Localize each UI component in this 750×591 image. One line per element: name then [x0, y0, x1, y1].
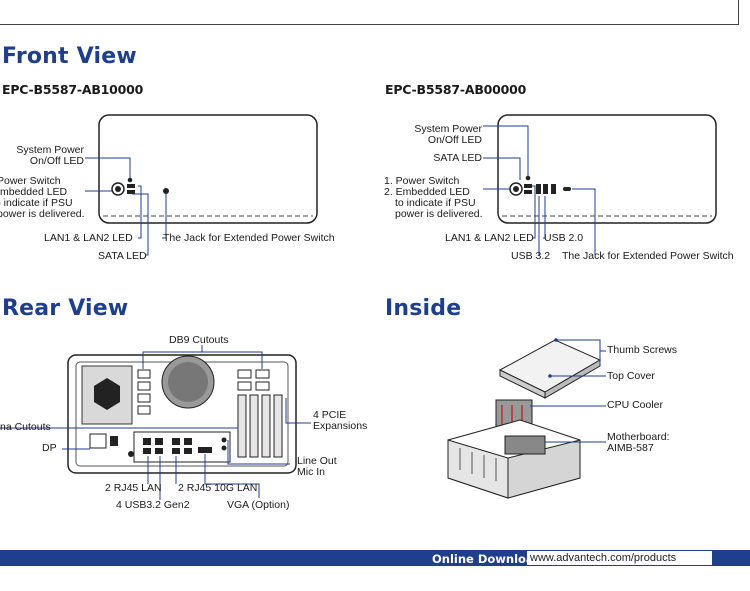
front-left-indicate-label: to indicate if PSU: [0, 197, 73, 209]
front-left-jack-label: The Jack for Extended Power Switch: [163, 232, 335, 244]
front-left-model: EPC-B5587-AB10000: [2, 82, 144, 97]
inside-title: Inside: [385, 296, 462, 321]
front-left-system-power-label: System Power: [16, 144, 84, 156]
inside-motherboard-label-1: Motherboard:: [607, 431, 670, 443]
front-left-lan-led-label: LAN1 & LAN2 LED: [44, 232, 133, 244]
inside-top-cover-label: Top Cover: [607, 370, 655, 382]
rear-antenna-label: na Cutouts: [0, 421, 51, 433]
front-right-usb20-label: USB 2.0: [544, 232, 584, 244]
rear-db9-label: DB9 Cutouts: [169, 334, 229, 346]
rear-micin-label: Mic In: [297, 466, 326, 478]
front-right-sata-led-label: SATA LED: [433, 152, 482, 164]
front-view-title: Front View: [2, 44, 137, 69]
front-right-jack-label: The Jack for Extended Power Switch: [562, 250, 734, 262]
front-right-power-switch-label: 1. Power Switch: [384, 175, 460, 187]
online-download-label: Online Download: [432, 552, 542, 566]
front-left-power-delivered-label: power is delivered.: [0, 208, 85, 220]
inside-cpu-cooler-label: CPU Cooler: [607, 399, 664, 411]
front-right-power-delivered-label: power is delivered.: [395, 208, 483, 220]
front-right-system-power-label: System Power: [414, 123, 482, 135]
download-url-link[interactable]: www.advantech.com/products: [527, 551, 712, 565]
inside-thumb-screws-label: Thumb Screws: [607, 344, 678, 356]
inside-motherboard-label-2: AIMB-587: [607, 442, 654, 454]
front-right-indicate-label: to indicate if PSU: [395, 197, 476, 209]
rear-pcie-label-1: 4 PCIE: [313, 409, 347, 421]
front-right-embedded-led-label: 2. Embedded LED: [384, 186, 470, 198]
front-right-usb32-label: USB 3.2: [511, 250, 551, 262]
front-right-onoff-led-label: On/Off LED: [427, 134, 482, 146]
front-right-model: EPC-B5587-AB00000: [385, 82, 527, 97]
front-left-embedded-led-label: Embedded LED: [0, 186, 68, 198]
top-frame: [0, 0, 739, 25]
rear-view-title: Rear View: [2, 296, 129, 321]
front-right-lan-led-label: LAN1 & LAN2 LED: [445, 232, 534, 244]
rear-lineout-label: Line Out: [297, 455, 337, 467]
rear-rj45-10g-label: 2 RJ45 10G LAN: [178, 482, 258, 494]
rear-usb-label: 4 USB3.2 Gen2: [116, 499, 190, 511]
front-left-onoff-led-label: On/Off LED: [29, 155, 84, 167]
rear-dp-label: DP: [42, 442, 57, 454]
rear-vga-label: VGA (Option): [227, 499, 290, 511]
front-left-sata-led-label: SATA LED: [98, 250, 147, 262]
rear-rj45-label: 2 RJ45 LAN: [105, 482, 162, 494]
front-left-power-switch-label: Power Switch: [0, 175, 61, 187]
rear-pcie-label-2: Expansions: [313, 420, 368, 432]
